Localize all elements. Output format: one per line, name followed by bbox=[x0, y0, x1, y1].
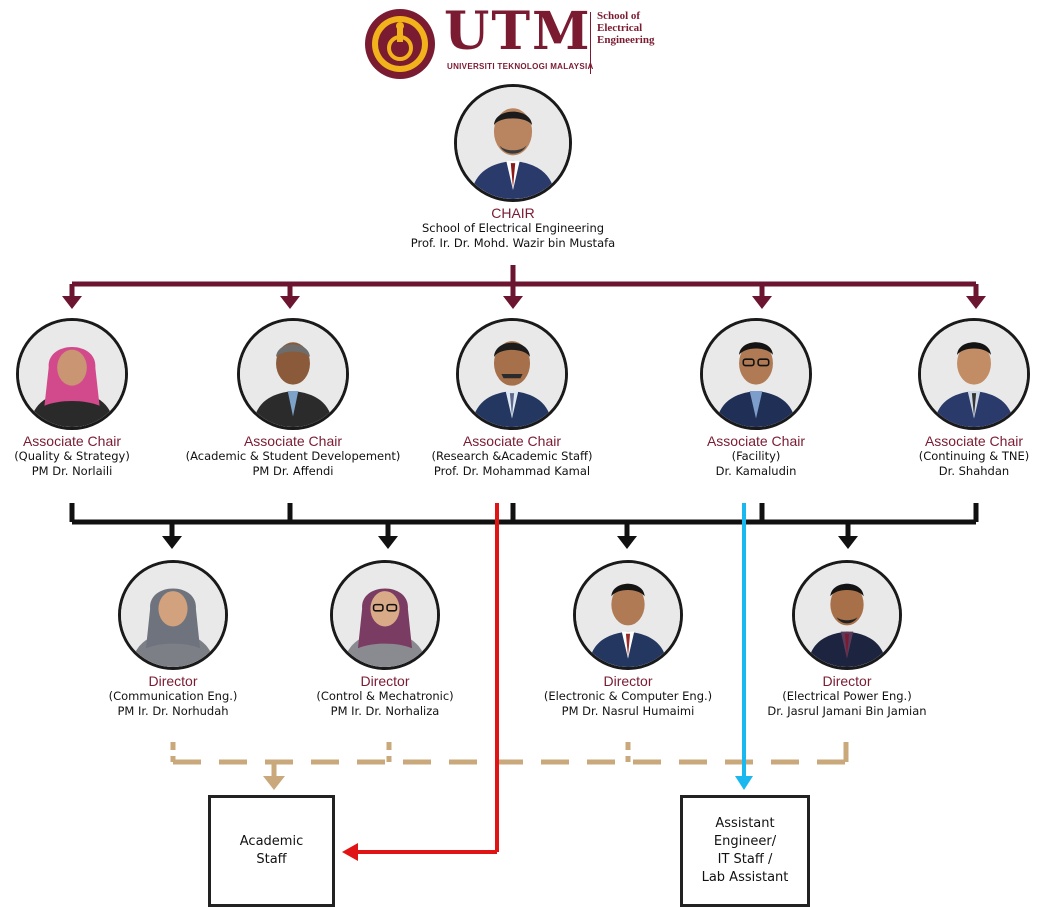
director-label: Director (Electronic & Computer Eng.) PM… bbox=[493, 674, 763, 719]
university-name: UNIVERSITI TEKNOLOGI MALAYSIA bbox=[447, 62, 594, 71]
person-photo-icon bbox=[795, 563, 899, 667]
director-dashed-connectors bbox=[170, 742, 849, 778]
director-name: PM Dr. Nasrul Humaimi bbox=[561, 704, 695, 718]
person-photo-icon bbox=[240, 321, 346, 427]
director-department: (Control & Mechatronic) bbox=[316, 689, 454, 703]
associate-department: (Research &Academic Staff) bbox=[431, 449, 593, 463]
support-staff-line-4: Lab Assistant bbox=[701, 870, 789, 885]
academic-staff-line-2: Staff bbox=[256, 852, 287, 867]
associate-photo bbox=[918, 318, 1030, 430]
academic-staff-box: Academic Staff bbox=[208, 795, 335, 907]
associate-label: Associate Chair (Quality & Strategy) PM … bbox=[0, 434, 207, 479]
associate-arrowheads bbox=[162, 536, 858, 549]
research-red-connector bbox=[356, 503, 499, 854]
person-photo-icon bbox=[921, 321, 1027, 427]
associate-role: Associate Chair bbox=[243, 433, 343, 449]
support-staff-line-3: IT Staff / bbox=[717, 852, 773, 867]
support-staff-line-1: Assistant bbox=[715, 816, 775, 831]
associate-name: PM Dr. Affendi bbox=[252, 464, 334, 478]
person-photo-icon bbox=[457, 87, 569, 199]
director-department: (Electronic & Computer Eng.) bbox=[543, 689, 713, 703]
director-label: Director (Control & Mechatronic) PM Ir. … bbox=[250, 674, 520, 719]
director-photo bbox=[330, 560, 440, 670]
school-name: School of Electrical Engineering bbox=[597, 10, 677, 46]
support-staff-box: Assistant Engineer/ IT Staff / Lab Assis… bbox=[680, 795, 810, 907]
associate-photo bbox=[16, 318, 128, 430]
director-name: PM Ir. Dr. Norhaliza bbox=[330, 704, 440, 718]
associate-name: Dr. Shahdan bbox=[938, 464, 1010, 478]
director-electronic: Director (Electronic & Computer Eng.) PM… bbox=[493, 560, 763, 719]
school-line-1: School of bbox=[597, 10, 641, 22]
director-role: Director bbox=[603, 673, 653, 689]
associate-department: (Continuing & TNE) bbox=[918, 449, 1030, 463]
person-photo-icon bbox=[459, 321, 565, 427]
school-line-3: Engineering bbox=[597, 34, 655, 46]
person-photo-icon bbox=[19, 321, 125, 427]
associate-department: (Facility) bbox=[731, 449, 781, 463]
chair-label: CHAIR School of Electrical Engineering P… bbox=[378, 206, 648, 251]
director-role: Director bbox=[148, 673, 198, 689]
associate-role: Associate Chair bbox=[706, 433, 806, 449]
academic-staff-line-1: Academic bbox=[239, 834, 304, 849]
person-photo-icon bbox=[703, 321, 809, 427]
associate-department: (Academic & Student Developement) bbox=[185, 449, 401, 463]
associate-chair-continuing: Associate Chair (Continuing & TNE) Dr. S… bbox=[839, 318, 1037, 479]
chair-node: CHAIR School of Electrical Engineering P… bbox=[378, 84, 648, 251]
associate-photo bbox=[700, 318, 812, 430]
director-role: Director bbox=[822, 673, 872, 689]
cyan-arrowhead bbox=[735, 776, 753, 790]
associate-connectors bbox=[69, 503, 979, 538]
director-power: Director (Electrical Power Eng.) Dr. Jas… bbox=[712, 560, 982, 719]
director-photo bbox=[573, 560, 683, 670]
director-name: PM Ir. Dr. Norhudah bbox=[117, 704, 229, 718]
support-staff-line-2: Engineer/ bbox=[713, 834, 777, 849]
associate-chair-academic: Associate Chair (Academic & Student Deve… bbox=[158, 318, 428, 479]
director-name: Dr. Jasrul Jamani Bin Jamian bbox=[767, 704, 927, 718]
chair-department: School of Electrical Engineering bbox=[421, 221, 605, 235]
associate-chair-facility: Associate Chair (Facility) Dr. Kamaludin bbox=[621, 318, 891, 479]
utm-wordmark: UTM bbox=[444, 1, 592, 62]
associate-label: Associate Chair (Academic & Student Deve… bbox=[158, 434, 428, 479]
chair-role: CHAIR bbox=[491, 205, 535, 221]
person-photo-icon bbox=[333, 563, 437, 667]
associate-chair-research: Associate Chair (Research &Academic Staf… bbox=[377, 318, 647, 479]
red-arrowhead bbox=[342, 843, 358, 861]
director-communication: Director (Communication Eng.) PM Ir. Dr.… bbox=[38, 560, 308, 719]
person-photo-icon bbox=[576, 563, 680, 667]
director-label: Director (Electrical Power Eng.) Dr. Jas… bbox=[712, 674, 982, 719]
associate-name: PM Dr. Norlaili bbox=[31, 464, 113, 478]
logo-divider bbox=[590, 12, 591, 74]
director-department: (Electrical Power Eng.) bbox=[782, 689, 912, 703]
tan-arrowhead bbox=[263, 776, 285, 790]
associate-role: Associate Chair bbox=[462, 433, 562, 449]
school-line-2: Electrical bbox=[597, 22, 643, 34]
director-photo bbox=[792, 560, 902, 670]
chair-arrowheads bbox=[62, 296, 986, 309]
associate-label: Associate Chair (Continuing & TNE) Dr. S… bbox=[839, 434, 1037, 479]
associate-department: (Quality & Strategy) bbox=[14, 449, 130, 463]
director-photo bbox=[118, 560, 228, 670]
associate-role: Associate Chair bbox=[924, 433, 1024, 449]
director-label: Director (Communication Eng.) PM Ir. Dr.… bbox=[38, 674, 308, 719]
person-photo-icon bbox=[121, 563, 225, 667]
chair-name: Prof. Ir. Dr. Mohd. Wazir bin Mustafa bbox=[410, 236, 616, 250]
chair-photo bbox=[454, 84, 572, 202]
associate-chair-quality: Associate Chair (Quality & Strategy) PM … bbox=[0, 318, 207, 479]
associate-role: Associate Chair bbox=[22, 433, 122, 449]
associate-photo bbox=[237, 318, 349, 430]
associate-label: Associate Chair (Facility) Dr. Kamaludin bbox=[621, 434, 891, 479]
chair-connectors bbox=[69, 265, 979, 302]
associate-name: Dr. Kamaludin bbox=[715, 464, 797, 478]
associate-label: Associate Chair (Research &Academic Staf… bbox=[377, 434, 647, 479]
associate-photo bbox=[456, 318, 568, 430]
associate-name: Prof. Dr. Mohammad Kamal bbox=[433, 464, 591, 478]
director-department: (Communication Eng.) bbox=[108, 689, 238, 703]
utm-crest-icon bbox=[365, 9, 435, 79]
director-control: Director (Control & Mechatronic) PM Ir. … bbox=[250, 560, 520, 719]
director-role: Director bbox=[360, 673, 410, 689]
